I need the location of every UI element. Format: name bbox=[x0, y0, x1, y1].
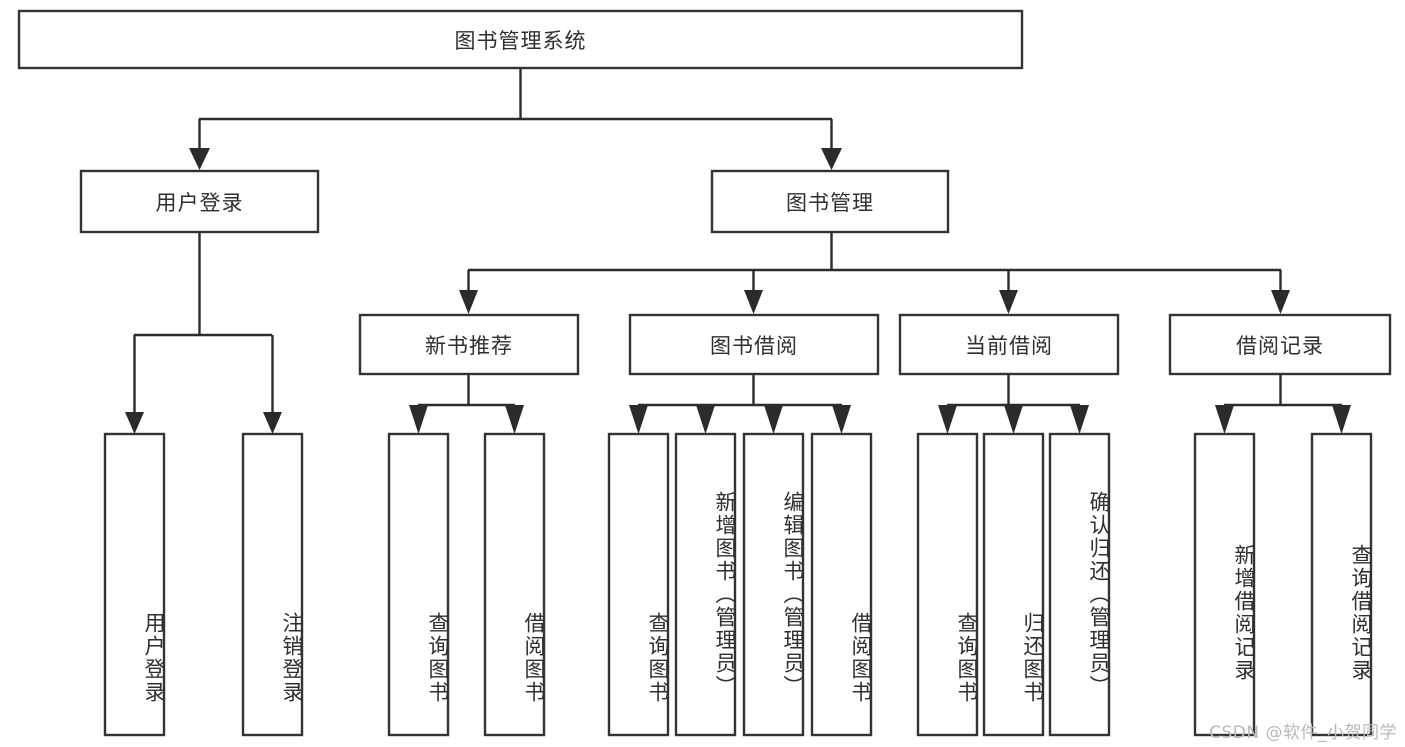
connector-group-root bbox=[189, 68, 842, 170]
node-box-current-borrow[interactable] bbox=[898, 313, 1120, 376]
connector-group-book-borrow bbox=[629, 374, 851, 434]
arrow-head-bookmgmt-c3 bbox=[999, 290, 1018, 314]
arrow-head-bookmgmt-c1 bbox=[459, 290, 478, 314]
connector-group-current-borrow bbox=[938, 374, 1089, 434]
node-box-leaf-borrowrecord-1[interactable] bbox=[1193, 432, 1256, 737]
node-box-leaf-login-1[interactable] bbox=[103, 432, 166, 737]
connector-group-new-book bbox=[409, 374, 524, 434]
node-box-leaf-bookborrow-3[interactable] bbox=[742, 432, 805, 737]
arrow-head-currentborrow-leaf2 bbox=[1004, 405, 1023, 434]
arrow-head-borrowrecord-leaf2 bbox=[1332, 405, 1351, 434]
arrow-head-bookborrow-leaf3 bbox=[764, 405, 783, 434]
node-box-borrow-record[interactable] bbox=[1168, 313, 1392, 376]
node-box-user-login[interactable] bbox=[79, 169, 320, 234]
arrow-head-login-leaf2 bbox=[263, 412, 282, 434]
node-box-leaf-currentborrow-2[interactable] bbox=[982, 432, 1045, 737]
node-box-leaf-newbook-2[interactable] bbox=[483, 432, 546, 737]
arrow-head-root-to-bookmgmt bbox=[821, 148, 842, 170]
arrow-head-currentborrow-leaf3 bbox=[1070, 405, 1089, 434]
arrow-head-bookborrow-leaf4 bbox=[832, 405, 851, 434]
arrow-head-bookmgmt-c4 bbox=[1271, 290, 1290, 314]
node-box-leaf-newbook-1[interactable] bbox=[387, 432, 450, 737]
node-box-leaf-currentborrow-3[interactable] bbox=[1048, 432, 1111, 737]
arrow-head-root-to-login bbox=[189, 148, 210, 170]
arrow-head-borrowrecord-leaf1 bbox=[1215, 405, 1234, 434]
arrow-head-newbook-leaf1 bbox=[409, 405, 428, 434]
arrow-head-bookborrow-leaf2 bbox=[696, 405, 715, 434]
node-box-new-book-recommend[interactable] bbox=[358, 313, 580, 376]
node-box-leaf-bookborrow-1[interactable] bbox=[607, 432, 670, 737]
node-box-leaf-borrowrecord-2[interactable] bbox=[1310, 432, 1373, 737]
arrow-head-bookborrow-leaf1 bbox=[629, 405, 648, 434]
node-box-leaf-bookborrow-2[interactable] bbox=[674, 432, 737, 737]
arrow-head-newbook-leaf2 bbox=[505, 405, 524, 434]
node-box-root[interactable] bbox=[17, 9, 1024, 70]
node-box-leaf-login-2[interactable] bbox=[241, 432, 304, 737]
arrow-head-login-leaf1 bbox=[125, 412, 144, 434]
node-box-leaf-currentborrow-1[interactable] bbox=[916, 432, 979, 737]
node-box-leaf-bookborrow-4[interactable] bbox=[810, 432, 873, 737]
node-box-book-borrow[interactable] bbox=[628, 313, 880, 376]
arrow-head-bookmgmt-c2 bbox=[744, 290, 763, 314]
connector-group-user-login bbox=[125, 232, 282, 434]
node-box-book-management[interactable] bbox=[710, 169, 950, 234]
connector-group-borrow-record bbox=[1215, 374, 1351, 434]
arrow-head-currentborrow-leaf1 bbox=[938, 405, 957, 434]
connector-group-book-management bbox=[459, 232, 1290, 314]
